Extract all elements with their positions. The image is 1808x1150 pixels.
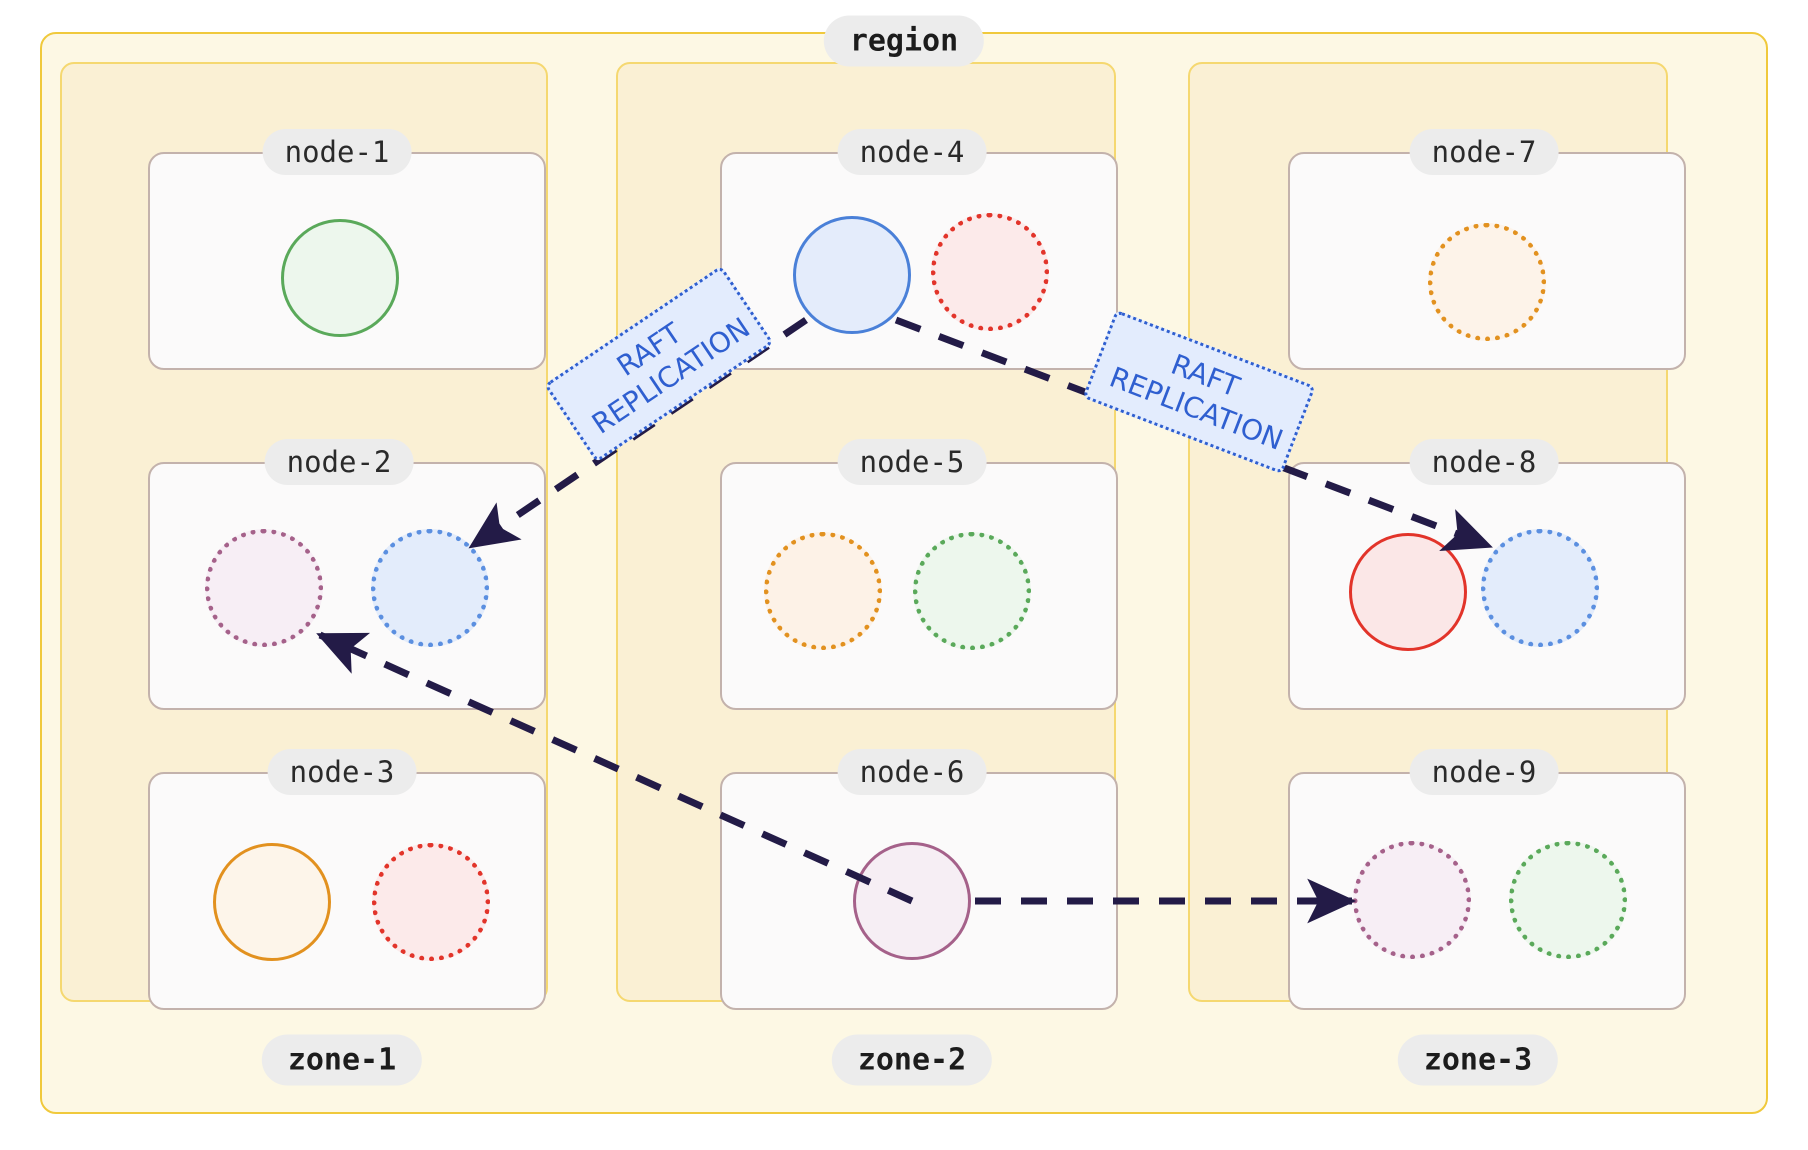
replica-node-4-1 bbox=[793, 216, 911, 334]
replica-node-7-1 bbox=[1428, 223, 1546, 341]
replica-node-2-1 bbox=[205, 529, 323, 647]
replica-node-8-1 bbox=[1349, 533, 1467, 651]
node-label-node-4: node-4 bbox=[837, 129, 987, 175]
node-label-node-3: node-3 bbox=[267, 749, 417, 795]
region-label: region bbox=[823, 15, 985, 67]
zone-label-zone-1: zone-1 bbox=[261, 1034, 423, 1086]
replica-node-5-2 bbox=[913, 532, 1031, 650]
replica-node-8-2 bbox=[1481, 529, 1599, 647]
node-label-node-9: node-9 bbox=[1409, 749, 1559, 795]
replica-node-2-2 bbox=[371, 529, 489, 647]
node-label-node-5: node-5 bbox=[837, 439, 987, 485]
replica-node-4-2 bbox=[931, 213, 1049, 331]
node-label-node-6: node-6 bbox=[837, 749, 987, 795]
replica-node-5-1 bbox=[764, 532, 882, 650]
zone-label-zone-2: zone-2 bbox=[831, 1034, 993, 1086]
replica-node-9-2 bbox=[1509, 841, 1627, 959]
replica-node-1-1 bbox=[281, 219, 399, 337]
replica-node-3-1 bbox=[213, 843, 331, 961]
node-label-node-7: node-7 bbox=[1409, 129, 1559, 175]
zone-label-zone-3: zone-3 bbox=[1397, 1034, 1559, 1086]
node-label-node-8: node-8 bbox=[1409, 439, 1559, 485]
node-label-node-2: node-2 bbox=[264, 439, 414, 485]
node-box-node-4 bbox=[720, 152, 1118, 370]
replica-node-9-1 bbox=[1353, 841, 1471, 959]
replica-node-3-2 bbox=[372, 843, 490, 961]
node-label-node-1: node-1 bbox=[262, 129, 412, 175]
replica-node-6-1 bbox=[853, 842, 971, 960]
